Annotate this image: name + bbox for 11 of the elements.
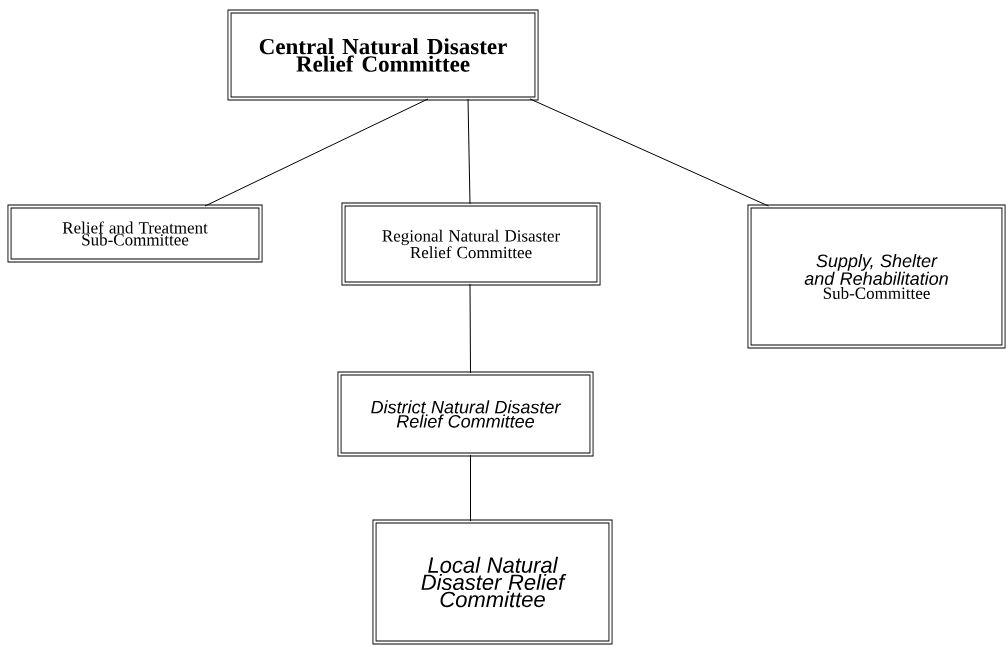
committee-box: Central Natural Disaster Relief Committee xyxy=(227,9,539,101)
connector-line xyxy=(470,454,471,522)
committee-box: Local Natural Disaster Relief Committee xyxy=(372,519,613,645)
committee-box: Regional Natural Disaster Relief Committee xyxy=(341,202,601,286)
connector-line xyxy=(529,98,769,207)
connector-line xyxy=(467,98,471,205)
committee-box: Relief and Treatment Sub-Committee xyxy=(7,204,263,263)
connector-line xyxy=(204,98,429,207)
connector-line xyxy=(469,283,471,374)
committee-box: District Natural Disaster Relief Committee xyxy=(337,371,594,457)
committee-box: Supply, Shelter and Rehabilitation Sub-Committee xyxy=(747,204,1006,349)
